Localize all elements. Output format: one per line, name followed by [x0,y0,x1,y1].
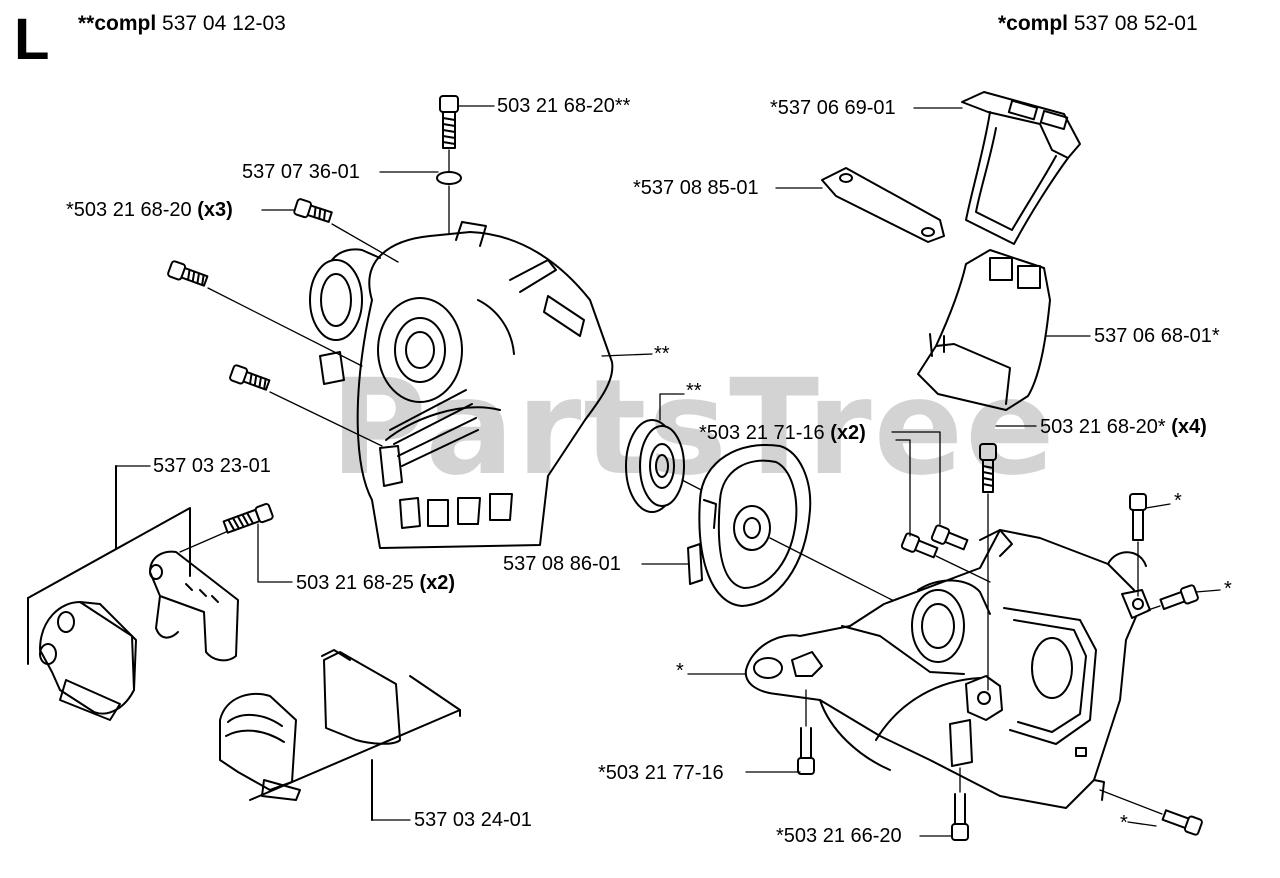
part-number: ** [654,343,670,365]
part-label[interactable]: 503 21 68-20** [497,95,630,117]
part-number: *503 21 71-16 [699,422,825,444]
part-label[interactable]: 537 06 68-01* [1094,325,1220,347]
part-qty: (x4) [1171,416,1207,438]
part-label[interactable]: 537 03 23-01 [153,455,271,477]
part-label[interactable]: * [1224,578,1232,600]
part-label[interactable]: *537 08 85-01 [633,177,759,199]
kit-prefix: **compl [78,12,157,35]
fan-cover-drawing [687,444,901,607]
part-number: *503 21 68-20 [66,199,192,221]
part-number: 537 06 68-01* [1094,325,1220,347]
part-number: * [676,660,684,682]
part-label[interactable]: 503 21 68-20* (x4) [1040,416,1207,438]
part-qty: (x3) [197,199,233,221]
crankcase-drawing [744,529,1151,809]
part-number: *503 21 77-16 [598,762,724,784]
shield-and-gasket-drawing [821,91,1081,411]
part-label[interactable]: 537 03 24-01 [414,809,532,831]
part-number: 537 03 24-01 [414,809,532,831]
part-number: 537 08 86-01 [503,553,621,575]
bearing-drawing [625,419,741,513]
kit-prefix: *compl [998,12,1069,35]
screw-set-drawing [167,95,462,447]
part-label[interactable]: * [1174,490,1182,512]
part-qty: (x2) [830,422,866,444]
part-number: * [1120,812,1128,834]
part-label[interactable]: *503 21 77-16 [598,762,724,784]
kit-number: 537 08 52-01 [1073,12,1198,35]
part-number: 503 21 68-20** [497,95,631,117]
right-screws-drawing [797,443,1203,841]
part-label[interactable]: ** [686,380,702,402]
part-label[interactable]: * [676,660,684,682]
kit-label-left: **compl 537 04 12-03 [78,12,286,36]
part-number: * [1224,578,1232,600]
kit-number: 537 04 12-03 [162,12,286,35]
part-label[interactable]: 537 08 86-01 [503,553,621,575]
part-number: *503 21 66-20 [776,825,902,847]
part-label[interactable]: *503 21 68-20 (x3) [66,199,233,221]
part-number: *537 08 85-01 [633,177,759,199]
part-label[interactable]: *503 21 66-20 [776,825,902,847]
part-qty: (x2) [419,572,456,594]
kit-label-right: *compl 537 08 52-01 [998,12,1198,36]
part-label[interactable]: * [1120,812,1128,834]
part-label[interactable]: ** [654,343,670,365]
part-label[interactable]: 503 21 68-25 (x2) [296,572,455,594]
part-number: 537 07 36-01 [242,161,360,183]
part-label[interactable]: 537 07 36-01 [242,161,360,183]
leader-lines [115,105,1221,837]
crankcase-half-drawing [309,221,614,549]
part-number: *537 06 69-01 [770,97,896,119]
part-label[interactable]: *537 06 69-01 [770,97,896,119]
clamp-parts-drawing [27,465,461,821]
part-number: 503 21 68-20* [1040,416,1166,438]
section-letter: L [14,7,50,72]
part-number: * [1174,490,1182,512]
part-number: 503 21 68-25 [296,572,414,594]
part-number: ** [686,380,702,402]
part-label[interactable]: *503 21 71-16 (x2) [699,422,866,444]
part-number: 537 03 23-01 [153,455,271,477]
